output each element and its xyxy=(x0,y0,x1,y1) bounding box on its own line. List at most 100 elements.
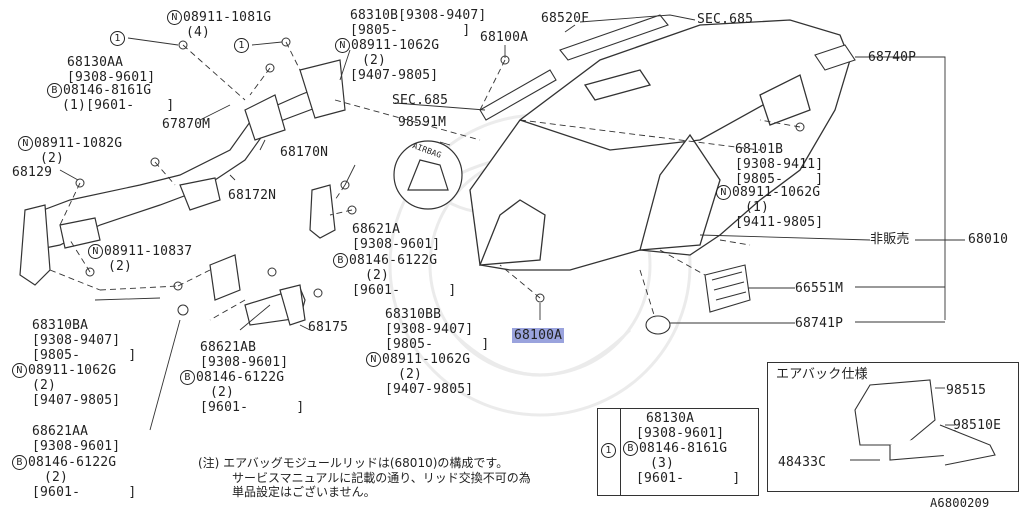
label-68130aa: 68130AA xyxy=(67,55,124,70)
solid-leaders xyxy=(59,14,965,461)
label-sec685-mid: SEC.685 xyxy=(392,93,449,108)
label-08911-10837-qty: (2) xyxy=(108,259,133,274)
label-68520f: 68520F xyxy=(541,11,590,26)
label-sec685-top: SEC.685 xyxy=(697,12,754,27)
label-68310b-line5: [9407-9805] xyxy=(350,68,439,83)
label-66551m: 66551M xyxy=(795,281,844,296)
label-68100a-top: 68100A xyxy=(480,30,529,45)
label-68621a: 68621A xyxy=(352,222,401,237)
label-68310bb: 68310BB xyxy=(385,307,442,322)
label-68621aa-line4: (2) xyxy=(44,470,69,485)
defroster-nozzles xyxy=(479,14,669,121)
label-68621ab-line4: (2) xyxy=(210,385,235,400)
vent-68740p xyxy=(814,44,856,71)
label-68129: 68129 xyxy=(12,165,53,180)
legend-68130a-line2: [9308-9601] xyxy=(636,426,725,441)
label-98515: 98515 xyxy=(946,383,987,398)
airbag-lid-98591m xyxy=(393,140,463,210)
n-marker-icon: N xyxy=(716,185,731,200)
legend-68130a: 68130A xyxy=(646,411,695,426)
label-67870m: 67870M xyxy=(162,117,211,132)
label-08911-1082g-qty: (2) xyxy=(40,151,65,166)
note-line-3: 単品設定はございません。 xyxy=(232,485,376,499)
label-68621aa-line5: [9601- ] xyxy=(32,485,137,500)
b-marker-icon: B xyxy=(623,441,638,456)
label-68740p: 68740P xyxy=(868,50,917,65)
label-68101b-line2: [9308-9411] xyxy=(735,157,824,172)
b-marker-icon: B xyxy=(333,253,348,268)
label-98591m: 98591M xyxy=(398,115,447,130)
legend-68130a-line5: [9601- ] xyxy=(636,471,741,486)
label-68310bb-line5: (2) xyxy=(398,367,423,382)
label-68310b: 68310B[9308-9407] xyxy=(350,8,487,23)
instrument-panel-68010 xyxy=(469,19,851,271)
label-68310ba: 68310BA xyxy=(32,318,89,333)
note-line-2: サービスマニュアルに記載の通り、リッド交換不可の為 xyxy=(232,471,531,485)
label-68621aa: 68621AA xyxy=(32,424,89,439)
part-number: 08911-1081G xyxy=(183,10,272,25)
note-line-1: (注) エアバッグモジュールリッドは(68010)の構成です。 xyxy=(198,456,509,470)
ring-68741p xyxy=(645,315,671,335)
label-48433c: 48433C xyxy=(778,455,827,470)
n-marker-icon: N xyxy=(18,136,33,151)
label-68170n: 68170N xyxy=(280,145,329,160)
label-68175: 68175 xyxy=(308,320,349,335)
label-68310ba-line2: [9308-9407] xyxy=(32,333,121,348)
n-marker-icon: N xyxy=(12,363,27,378)
label-68621a-line2: [9308-9601] xyxy=(352,237,441,252)
airbag-spec-box: エアバック仕様 98515 98510E 48433C xyxy=(767,362,1019,492)
airbag-spec-title: エアバック仕様 xyxy=(776,367,868,382)
label-68310ba-line6: [9407-9805] xyxy=(32,393,121,408)
circle-one-marker-icon: 1 xyxy=(601,443,617,458)
label-68621a-line5: [9601- ] xyxy=(352,283,457,298)
dashed-leaders xyxy=(49,41,801,321)
label-68741p: 68741P xyxy=(795,316,844,331)
label-68621ab-line5: [9601- ] xyxy=(200,400,305,415)
label-68310bb-line3: [9805- ] xyxy=(385,337,490,352)
label-68101b-line6: [9411-9805] xyxy=(735,215,824,230)
label-68621aa-line2: [9308-9601] xyxy=(32,439,121,454)
n-marker-icon: N xyxy=(88,244,103,259)
qty: (4) xyxy=(186,25,211,40)
label-98510e: 98510E xyxy=(953,418,1002,433)
legend-box-divider xyxy=(620,409,621,495)
label-68101b-line5: (1) xyxy=(745,200,770,215)
label-68010: 68010 xyxy=(968,232,1009,247)
diagram-id: A6800209 xyxy=(930,496,990,510)
label-not-for-sale: 非販売 xyxy=(870,232,910,247)
label-68130aa-line4: (1)[9601- ] xyxy=(62,98,175,113)
bracket-68172n xyxy=(209,254,241,301)
label-68101b-line3: [9805- ] xyxy=(735,172,824,187)
label-68130aa-line2: [9308-9601] xyxy=(67,70,156,85)
label-68310b-line2: [9805- ] xyxy=(350,23,471,38)
legend-68130a-line4: (3) xyxy=(650,456,675,471)
bracket-68175 xyxy=(244,284,306,326)
label-68621a-line4: (2) xyxy=(365,268,390,283)
bracket-68170n xyxy=(309,184,336,239)
b-marker-icon: B xyxy=(12,455,27,470)
n-marker-icon: N xyxy=(366,352,381,367)
n-marker-icon: N xyxy=(167,10,182,25)
b-marker-icon: B xyxy=(47,83,62,98)
label-68310bb-line2: [9308-9407] xyxy=(385,322,474,337)
label-68172n: 68172N xyxy=(228,188,277,203)
vent-66551m xyxy=(704,264,751,313)
label-68621ab: 68621AB xyxy=(200,340,257,355)
label-68100a-highlight[interactable]: 68100A xyxy=(512,328,565,343)
label-68101b: 68101B xyxy=(735,142,784,157)
label-68310ba-line3: [9805- ] xyxy=(32,348,137,363)
circle-one-marker-icon: 1 xyxy=(110,31,126,46)
airbag-module-inset xyxy=(854,379,996,466)
